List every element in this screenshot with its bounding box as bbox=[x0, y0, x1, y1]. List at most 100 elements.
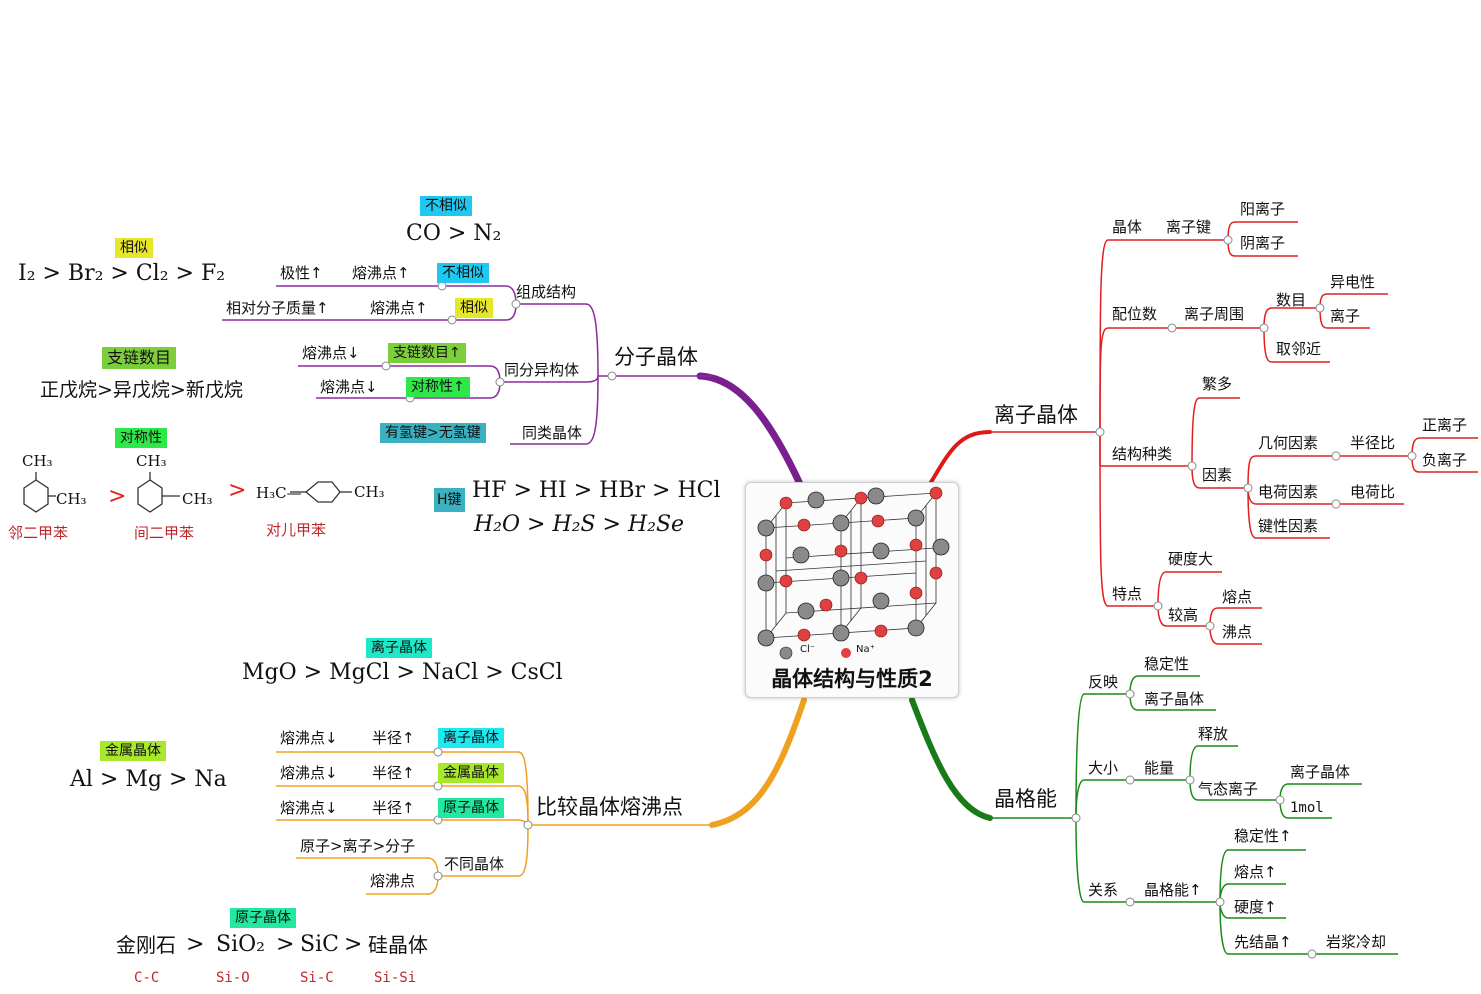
node-magma-cooling[interactable]: 岩浆冷却 bbox=[1326, 933, 1387, 951]
node-ionic-bond[interactable]: 离子键 bbox=[1166, 218, 1212, 236]
tag-atomic-crystal: 原子晶体 bbox=[230, 908, 296, 928]
node-polarity-up[interactable]: 极性↑ bbox=[280, 264, 323, 282]
node-hardness[interactable]: 硬度大 bbox=[1168, 550, 1214, 568]
node-hardness-up[interactable]: 硬度↑ bbox=[1234, 898, 1277, 916]
node-boiling-point[interactable]: 沸点 bbox=[1222, 623, 1253, 641]
node-r2-radius[interactable]: 半径↑ bbox=[372, 764, 415, 782]
node-r1-radius[interactable]: 半径↑ bbox=[372, 729, 415, 747]
tag-similar-node[interactable]: 相似 bbox=[455, 298, 493, 318]
chem-ortho-ch3-side: CH₃ bbox=[56, 490, 87, 508]
xylene-structures bbox=[23, 472, 352, 513]
branch-molecular-crystal[interactable]: 分子晶体 bbox=[614, 345, 698, 369]
node-composition[interactable]: 组成结构 bbox=[516, 283, 577, 301]
node-ionic-crystal-lattice[interactable]: 离子晶体 bbox=[1144, 690, 1205, 708]
node-stability[interactable]: 稳定性 bbox=[1144, 655, 1190, 673]
branch-compare-melting[interactable]: 比较晶体熔沸点 bbox=[536, 795, 683, 819]
node-hetero[interactable]: 异电性 bbox=[1330, 273, 1376, 291]
node-cation[interactable]: 阳离子 bbox=[1240, 200, 1286, 218]
node-mp-up[interactable]: 熔点↑ bbox=[1234, 863, 1277, 881]
symbol-gt-a3: > bbox=[344, 932, 363, 957]
node-one-mol[interactable]: 1mol bbox=[1290, 800, 1324, 816]
tag-not-similar: 不相似 bbox=[420, 196, 472, 216]
node-around-ion[interactable]: 离子周围 bbox=[1184, 305, 1245, 323]
cl-ions bbox=[757, 487, 950, 647]
node-mp-up-2[interactable]: 熔沸点↑ bbox=[370, 299, 428, 317]
node-factors[interactable]: 因素 bbox=[1202, 466, 1233, 484]
legend-cl-label: Cl⁻ bbox=[800, 644, 816, 655]
node-many[interactable]: 繁多 bbox=[1202, 375, 1233, 393]
tag-r3-atomic[interactable]: 原子晶体 bbox=[438, 798, 504, 818]
label-ortho-xylene: 邻二甲苯 bbox=[8, 524, 69, 542]
node-higher[interactable]: 较高 bbox=[1168, 606, 1199, 624]
node-mp-down-2[interactable]: 熔沸点↓ bbox=[320, 378, 378, 396]
tag-branch-number: 支链数目 bbox=[102, 347, 177, 369]
node-energy[interactable]: 能量 bbox=[1144, 759, 1175, 777]
formula-ionic-series: MgO > MgCl > NaCl > CsCl bbox=[242, 660, 563, 685]
node-ionic-crystal-2[interactable]: 离子晶体 bbox=[1290, 763, 1351, 781]
node-bond-factor[interactable]: 键性因素 bbox=[1258, 517, 1319, 535]
note-pentanes: 正戊烷>异戊烷>新戊烷 bbox=[40, 379, 243, 401]
atomic-diamond: 金刚石 bbox=[116, 933, 176, 957]
node-charge-ratio[interactable]: 电荷比 bbox=[1350, 483, 1396, 501]
node-crystallize-first[interactable]: 先结晶↑ bbox=[1234, 933, 1292, 951]
chem-meta-ch3-top: CH₃ bbox=[136, 452, 167, 470]
chem-para-ch3: CH₃ bbox=[354, 483, 385, 501]
node-r3-mp[interactable]: 熔沸点↓ bbox=[280, 799, 338, 817]
node-count[interactable]: 数目 bbox=[1276, 291, 1307, 309]
node-geometric[interactable]: 几何因素 bbox=[1258, 434, 1319, 452]
node-mp-up-1[interactable]: 熔沸点↑ bbox=[352, 264, 410, 282]
tag-hydrogen-bond: H键 bbox=[434, 488, 465, 512]
tag-r1-ionic[interactable]: 离子晶体 bbox=[438, 728, 504, 748]
node-negative-ion[interactable]: 负离子 bbox=[1422, 451, 1468, 469]
node-crystal[interactable]: 晶体 bbox=[1112, 218, 1143, 236]
node-positive-ion[interactable]: 正离子 bbox=[1422, 416, 1468, 434]
tag-hbond-compare[interactable]: 有氢键>无氢键 bbox=[380, 423, 486, 443]
node-relative-mass-up[interactable]: 相对分子质量↑ bbox=[226, 299, 329, 317]
node-structure-types[interactable]: 结构种类 bbox=[1112, 445, 1173, 463]
node-r2-mp[interactable]: 熔沸点↓ bbox=[280, 764, 338, 782]
bond-sisi: Si-Si bbox=[374, 970, 417, 986]
tag-branch-up[interactable]: 支链数目↑ bbox=[388, 343, 466, 363]
node-radius-ratio[interactable]: 半径比 bbox=[1350, 434, 1396, 452]
node-gaseous-ion[interactable]: 气态离子 bbox=[1198, 780, 1259, 798]
branch-ionic-crystal[interactable]: 离子晶体 bbox=[994, 403, 1078, 427]
tag-r2-metal[interactable]: 金属晶体 bbox=[438, 763, 504, 783]
node-charge-factor[interactable]: 电荷因素 bbox=[1258, 483, 1319, 501]
node-coordination[interactable]: 配位数 bbox=[1112, 305, 1158, 323]
tag-symmetry-up[interactable]: 对称性↑ bbox=[406, 377, 470, 397]
node-reflect[interactable]: 反映 bbox=[1088, 673, 1119, 691]
node-size[interactable]: 大小 bbox=[1088, 759, 1119, 777]
node-compare-mp[interactable]: 熔沸点 bbox=[370, 872, 416, 890]
node-stability-up[interactable]: 稳定性↑ bbox=[1234, 827, 1292, 845]
node-atom-ion-molecule[interactable]: 原子>离子>分子 bbox=[300, 837, 416, 855]
node-r3-radius[interactable]: 半径↑ bbox=[372, 799, 415, 817]
node-r1-mp[interactable]: 熔沸点↓ bbox=[280, 729, 338, 747]
node-melting-point[interactable]: 熔点 bbox=[1222, 588, 1253, 606]
node-same-type[interactable]: 同类晶体 bbox=[522, 424, 583, 442]
branch-ionic bbox=[928, 430, 992, 486]
node-mp-down-1[interactable]: 熔沸点↓ bbox=[302, 344, 360, 362]
bond-sic: Si-C bbox=[300, 970, 334, 986]
tag-not-similar-node[interactable]: 不相似 bbox=[437, 263, 489, 283]
node-relation[interactable]: 关系 bbox=[1088, 881, 1119, 899]
tag-metal-crystal: 金属晶体 bbox=[100, 741, 166, 761]
node-isomer[interactable]: 同分异构体 bbox=[504, 361, 580, 379]
legend-na-label: Na⁺ bbox=[856, 644, 875, 655]
atomic-sio2: SiO₂ bbox=[216, 932, 265, 957]
bond-sio: Si-O bbox=[216, 970, 250, 986]
tag-symmetry: 对称性 bbox=[115, 428, 167, 448]
node-ion[interactable]: 离子 bbox=[1330, 307, 1361, 325]
node-anion[interactable]: 阴离子 bbox=[1240, 234, 1286, 252]
node-release[interactable]: 释放 bbox=[1198, 725, 1229, 743]
branch-lattice-energy[interactable]: 晶格能 bbox=[994, 787, 1057, 811]
node-lattice-energy-up[interactable]: 晶格能↑ bbox=[1144, 881, 1202, 899]
formula-co-n2: CO > N₂ bbox=[406, 221, 502, 246]
node-feature[interactable]: 特点 bbox=[1112, 585, 1143, 603]
branch-compare bbox=[709, 697, 807, 828]
label-para-xylene: 对儿甲苯 bbox=[266, 521, 327, 539]
central-topic-card[interactable]: Cl⁻ Na⁺ 晶体结构与性质2 bbox=[745, 482, 959, 698]
node-different-crystals[interactable]: 不同晶体 bbox=[444, 855, 505, 873]
node-nearest[interactable]: 取邻近 bbox=[1276, 340, 1322, 358]
